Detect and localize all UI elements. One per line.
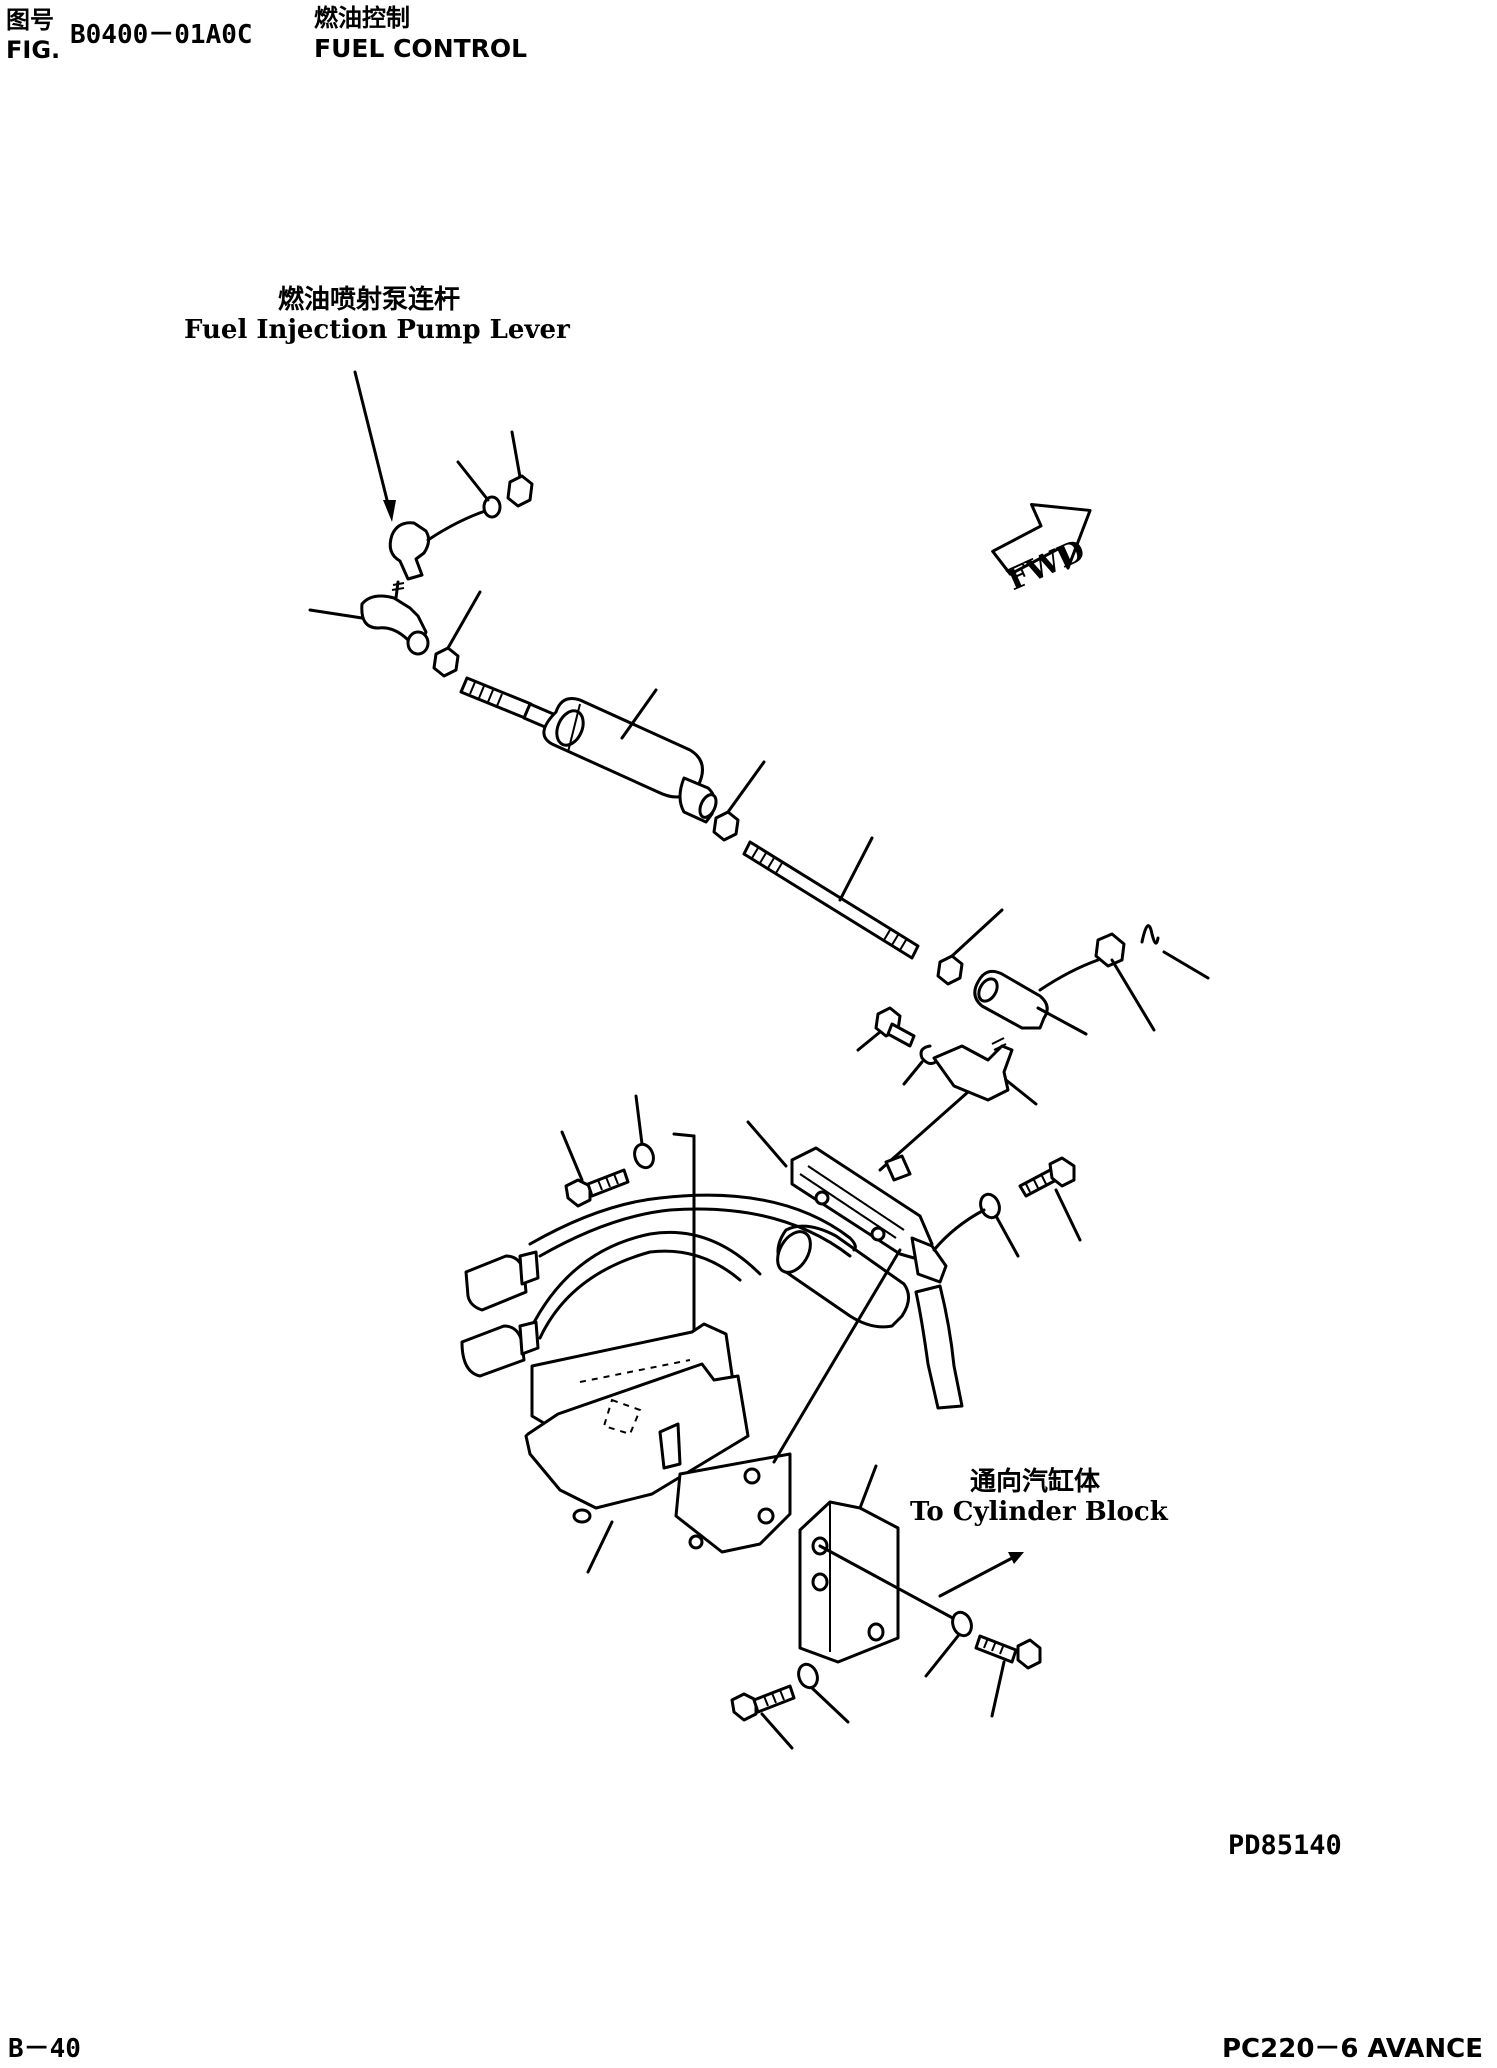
pump-lever-label-en: Fuel Injection Pump Lever [184, 314, 570, 345]
middle-nut [712, 760, 766, 842]
connector-lower [460, 1320, 540, 1378]
motor-bolt-right [1018, 1156, 1082, 1242]
title-en: FUEL CONTROL [314, 34, 528, 63]
motor-washer-right [932, 1192, 1020, 1258]
lower-ball-joint [973, 958, 1100, 1036]
model-name: PC220－6 AVANCE [1222, 2034, 1483, 2064]
cylinder-block-label-zh: 通向汽缸体 [969, 1467, 1100, 1497]
motor-lever [932, 1037, 1038, 1106]
pump-lever-label-zh: 燃油喷射泵连杆 [277, 285, 460, 315]
fig-label-en: FIG. [6, 36, 61, 64]
title-zh: 燃油控制 [314, 4, 410, 32]
lever-clamp [388, 508, 490, 581]
cotter-pin [1140, 924, 1210, 980]
fig-label-zh: 图号 [6, 6, 54, 34]
ball-joint-nut [1094, 932, 1156, 1032]
damper-assembly [459, 676, 718, 824]
cylinder-bracket [798, 1464, 962, 1664]
top-nut [506, 430, 534, 508]
fwd-arrow-icon: FWD [991, 503, 1092, 598]
wiring-harness [528, 1193, 964, 1410]
upper-rod-nut [432, 590, 482, 678]
cylinder-block-label-en: To Cylinder Block [910, 1496, 1168, 1527]
main-mounting-bracket [524, 1248, 902, 1574]
lever-spring-washer [902, 1044, 940, 1086]
connector-upper [464, 1250, 540, 1312]
drawing-code: PD85140 [1228, 1830, 1342, 1861]
pump-lever-callout: 燃油喷射泵连杆 Fuel Injection Pump Lever [184, 285, 570, 346]
bracket-bolt-left [560, 1130, 630, 1208]
threaded-rod [742, 836, 920, 960]
bracket-washer-left [633, 1094, 655, 1170]
cylinder-block-callout: 通向汽缸体 To Cylinder Block [910, 1467, 1168, 1528]
fuel-control-motor [746, 1120, 948, 1329]
lever-bolt [856, 1006, 916, 1052]
cylinder-block-arrow [938, 1552, 1024, 1598]
upper-ball-joint [308, 580, 430, 656]
lower-rod-nut [936, 908, 1004, 986]
page-number: B－40 [8, 2034, 81, 2064]
figure-number: B0400－01A0C [70, 20, 253, 50]
pump-lever-arrow [353, 370, 396, 522]
lower-washer-left [797, 1662, 850, 1724]
lower-bolt-left [730, 1684, 796, 1750]
top-washer [456, 460, 502, 519]
lower-bolt-right [974, 1634, 1042, 1718]
lower-washer-right [924, 1610, 973, 1678]
